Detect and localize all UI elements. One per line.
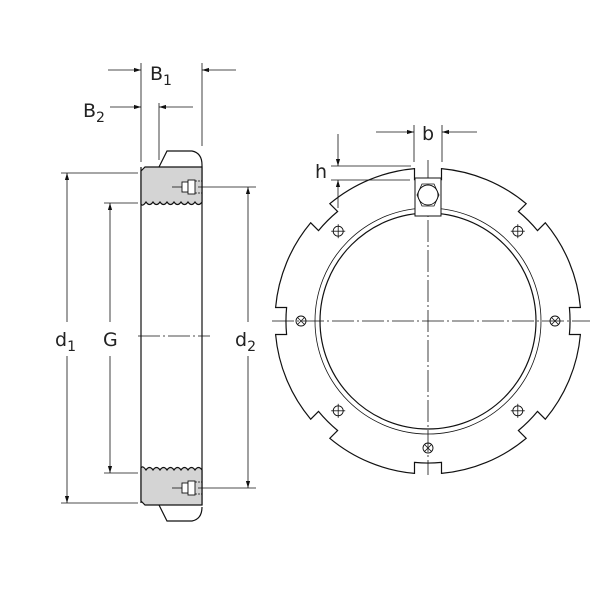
locking-screw-top-icon: [172, 179, 202, 195]
dimension-d1: d1: [55, 172, 138, 504]
dimension-G: G: [103, 202, 138, 474]
label-d1: d1: [55, 329, 76, 355]
pin-hole-icon: [331, 224, 346, 239]
bottom-section: [140, 466, 203, 506]
pin-hole-icon: [510, 224, 525, 239]
label-B2: B2: [83, 100, 105, 126]
label-h: h: [315, 161, 327, 183]
pin-hole-icon: [510, 403, 525, 418]
dimension-h: h: [315, 134, 411, 208]
front-view: b h: [272, 123, 590, 475]
outer-slotted-rim: [274, 167, 582, 475]
top-chamfer-profile: [158, 150, 203, 168]
dimension-b: b: [376, 123, 477, 162]
dimension-B1: B1: [108, 63, 236, 162]
label-b: b: [422, 123, 434, 145]
top-section: [140, 166, 203, 206]
side-view: B1 B2 d1 G: [55, 63, 256, 522]
dimension-d2: d2: [198, 186, 256, 489]
pin-hole-icon: [331, 403, 346, 418]
locking-bolt-icon: [414, 177, 442, 217]
label-B1: B1: [150, 63, 172, 89]
locking-screw-bottom-icon: [172, 480, 202, 496]
label-d2: d2: [235, 329, 256, 355]
bottom-chamfer-profile: [158, 504, 203, 522]
dimension-B2: B2: [83, 100, 193, 160]
label-G: G: [103, 329, 118, 351]
